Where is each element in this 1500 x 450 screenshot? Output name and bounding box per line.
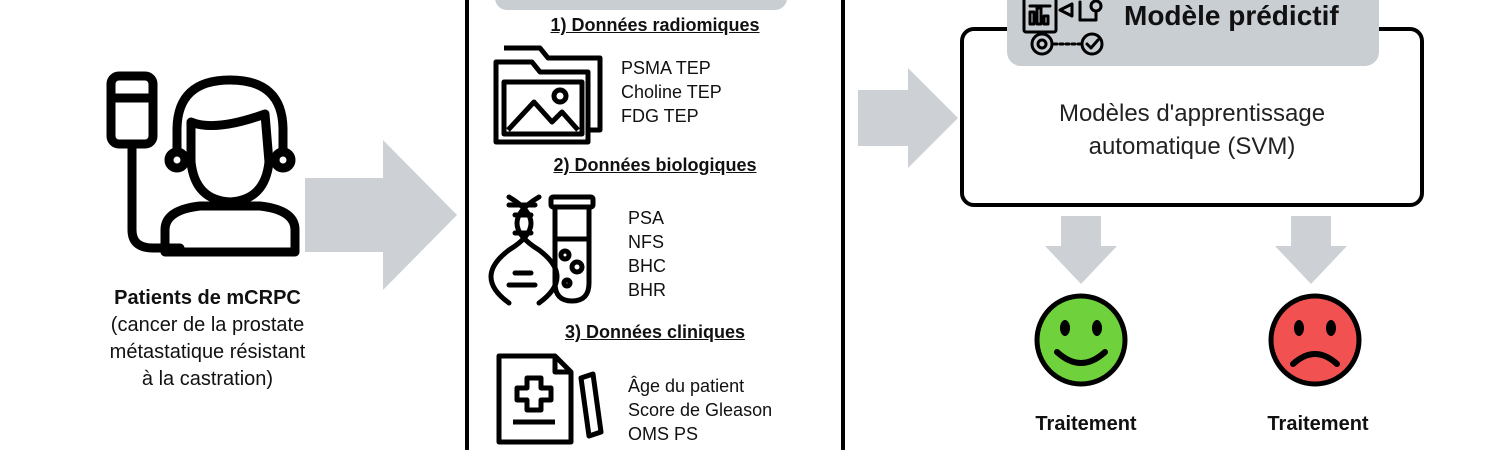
data-panel-tab — [495, 0, 787, 10]
model-title: Modèle prédictif — [1124, 0, 1339, 31]
biology-list: PSA NFS BHC BHR — [628, 206, 666, 302]
section-title-biology: 2) Données biologiques — [553, 155, 757, 175]
section-title-clinical: 3) Données cliniques — [564, 322, 746, 342]
model-desc-line-2: automatique (SVM) — [1088, 133, 1296, 160]
outcome-label-2: Traitement — [1267, 413, 1369, 435]
image-folder-icon — [493, 45, 603, 145]
patient-iv-icon — [106, 71, 300, 257]
patient-title: Patients de mCRPC — [114, 287, 301, 309]
biology-item: NFS — [628, 232, 664, 252]
dna-test-tube-icon — [488, 194, 596, 306]
outcome-label-1: Traitement — [1035, 413, 1137, 435]
biology-item: BHR — [628, 280, 667, 300]
patient-description: Patients de mCRPC (cancer de la prostate… — [40, 285, 375, 393]
radiomics-item: PSMA TEP — [621, 58, 711, 78]
clinical-item: Score de Gleason — [628, 400, 773, 420]
biology-item: PSA — [628, 208, 665, 228]
arrow-patient-to-data — [305, 140, 457, 290]
arrow-model-to-outcome-2 — [1275, 216, 1347, 284]
radiomics-item: FDG TEP — [621, 106, 699, 126]
radiomics-item: Choline TEP — [621, 82, 722, 102]
arrow-model-to-outcome-1 — [1045, 216, 1117, 284]
patient-desc-line-2: métastatique résistant — [109, 341, 306, 363]
medical-record-icon — [496, 353, 604, 445]
model-panel-tab — [1007, 0, 1379, 66]
radiomics-list: PSMA TEP Choline TEP FDG TEP — [621, 56, 722, 128]
arrow-data-to-model — [858, 68, 958, 168]
clinical-list: Âge du patient Score de Gleason OMS PS — [628, 374, 772, 446]
sad-face-icon — [1268, 293, 1362, 387]
model-desc-line-1: Modèles d'apprentissage — [1058, 100, 1326, 127]
model-settings-icon — [1022, 0, 1104, 56]
clinical-item: Âge du patient — [628, 376, 745, 396]
data-sources-panel — [465, 0, 845, 450]
patient-desc-line-3: à la castration) — [141, 368, 274, 390]
patient-desc-line-1: (cancer de la prostate — [110, 314, 305, 336]
model-description: Modèles d'apprentissage automatique (SVM… — [960, 97, 1424, 163]
section-title-radiomics: 1) Données radiomiques — [550, 15, 760, 35]
clinical-item: OMS PS — [628, 424, 699, 444]
biology-item: BHC — [628, 256, 667, 276]
happy-face-icon — [1034, 293, 1128, 387]
